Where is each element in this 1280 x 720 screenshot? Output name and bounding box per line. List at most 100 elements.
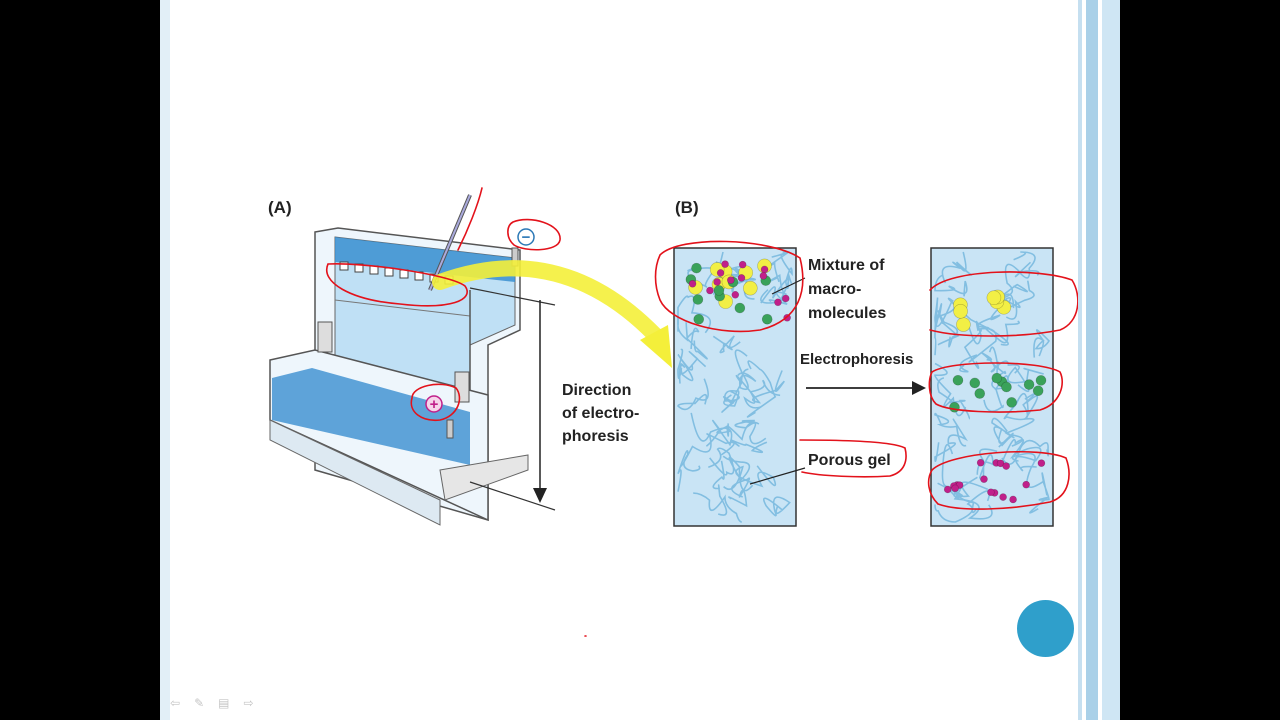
slide-border-left (160, 0, 170, 720)
negative-electrode-symbol: − (522, 229, 531, 246)
gel-fiber (735, 370, 785, 404)
gel-fiber (760, 278, 790, 304)
slide-border-right-1 (1078, 0, 1082, 720)
svg-text:macro-: macro- (808, 281, 861, 298)
molecule (761, 313, 773, 325)
molecule (1035, 375, 1047, 386)
molecule (737, 274, 746, 282)
molecule (969, 377, 981, 389)
molecule (974, 388, 986, 399)
gel-fiber (1033, 329, 1051, 358)
molecule (1023, 379, 1035, 390)
positive-electrode-symbol: + (430, 396, 439, 413)
molecule (731, 291, 740, 299)
gel-fiber (734, 419, 767, 445)
gel-fiber (937, 482, 993, 520)
gel-fiber (722, 455, 754, 492)
menu-icon[interactable]: ▤ (218, 696, 230, 710)
molecule (1032, 385, 1044, 397)
molecule (759, 272, 768, 280)
svg-text:Direction: Direction (562, 382, 631, 399)
molecule (1001, 381, 1012, 393)
molecule (738, 260, 747, 269)
molecule (688, 279, 697, 288)
molecule (1022, 480, 1030, 489)
apparatus (269, 194, 672, 526)
gel-fiber (743, 379, 781, 409)
back-arrow-icon[interactable]: ⇦ (170, 696, 181, 710)
gel-fiber (712, 460, 728, 516)
molecule (1037, 459, 1046, 467)
mixture-label: Mixture of macro- molecules (808, 257, 886, 322)
molecule (953, 303, 968, 319)
gel-fiber (981, 351, 1020, 374)
gel-fiber (998, 280, 1035, 311)
gel-fiber (734, 349, 757, 391)
molecule (980, 475, 988, 483)
gel-fiber (963, 320, 982, 369)
gel-fiber (716, 421, 760, 441)
gel-fiber (991, 395, 1039, 439)
molecule (706, 286, 714, 295)
molecule (716, 269, 725, 277)
svg-text:Mixture of: Mixture of (808, 257, 885, 274)
slide-number-badge (1017, 600, 1074, 657)
gel-fiber (685, 327, 708, 360)
molecule (956, 317, 971, 332)
molecule (943, 485, 952, 494)
gel-fiber (934, 490, 991, 523)
molecule (976, 458, 985, 467)
gel-fiber (1000, 261, 1032, 309)
gel-fiber (762, 496, 791, 517)
molecule (781, 294, 790, 303)
gel-fiber (959, 327, 997, 373)
gel-fiber (712, 335, 741, 354)
molecule (760, 265, 769, 274)
forward-arrow-icon[interactable]: ⇨ (243, 696, 254, 710)
molecule (692, 294, 704, 305)
gel-fiber (984, 320, 1020, 346)
gel-fiber (677, 317, 689, 342)
gel-fiber (934, 314, 960, 356)
gel-fiber (690, 412, 733, 447)
panel-a-label: (A) (268, 198, 292, 217)
molecule (987, 488, 995, 497)
molecule (721, 260, 729, 268)
molecule (952, 374, 964, 386)
slide: (A) (B) − + Direction of electro- phores… (160, 0, 1120, 720)
molecule (999, 493, 1007, 501)
molecule (691, 262, 702, 274)
molecule (986, 290, 1002, 306)
gel-fiber (677, 378, 709, 411)
molecule (743, 280, 758, 296)
gel-fiber (1011, 446, 1042, 472)
presentation-toolbar: ⇦ ✎ ▤ ⇨ (170, 696, 254, 710)
pen-icon[interactable]: ✎ (194, 696, 205, 710)
gel-fiber (677, 450, 701, 492)
molecule (1002, 462, 1010, 470)
gel-after (930, 247, 1054, 527)
electrophoresis-diagram: (A) (B) − + Direction of electro- phores… (268, 187, 1079, 637)
molecule (774, 298, 782, 307)
gel-before (673, 247, 797, 527)
porous-gel-label: Porous gel (808, 452, 891, 469)
molecule (949, 401, 960, 413)
molecule (734, 302, 746, 314)
gel-fiber (708, 447, 735, 476)
gel-fiber (723, 465, 777, 491)
gel-fiber (1003, 392, 1035, 421)
panel-b-label: (B) (675, 198, 699, 217)
molecule (991, 372, 1003, 384)
molecule (1009, 495, 1017, 504)
svg-text:phoresis: phoresis (562, 428, 629, 445)
gel-fiber (934, 274, 968, 297)
gel-fiber (677, 354, 694, 384)
gel-fiber (1029, 472, 1050, 514)
gel-fiber (934, 303, 959, 348)
svg-text:of electro-: of electro- (562, 405, 639, 422)
gel-fiber (723, 389, 740, 407)
red-annotations (325, 187, 1079, 637)
electrophoresis-label: Electrophoresis (800, 351, 913, 368)
gel-fiber (1013, 251, 1040, 279)
gel-fiber (976, 448, 998, 482)
